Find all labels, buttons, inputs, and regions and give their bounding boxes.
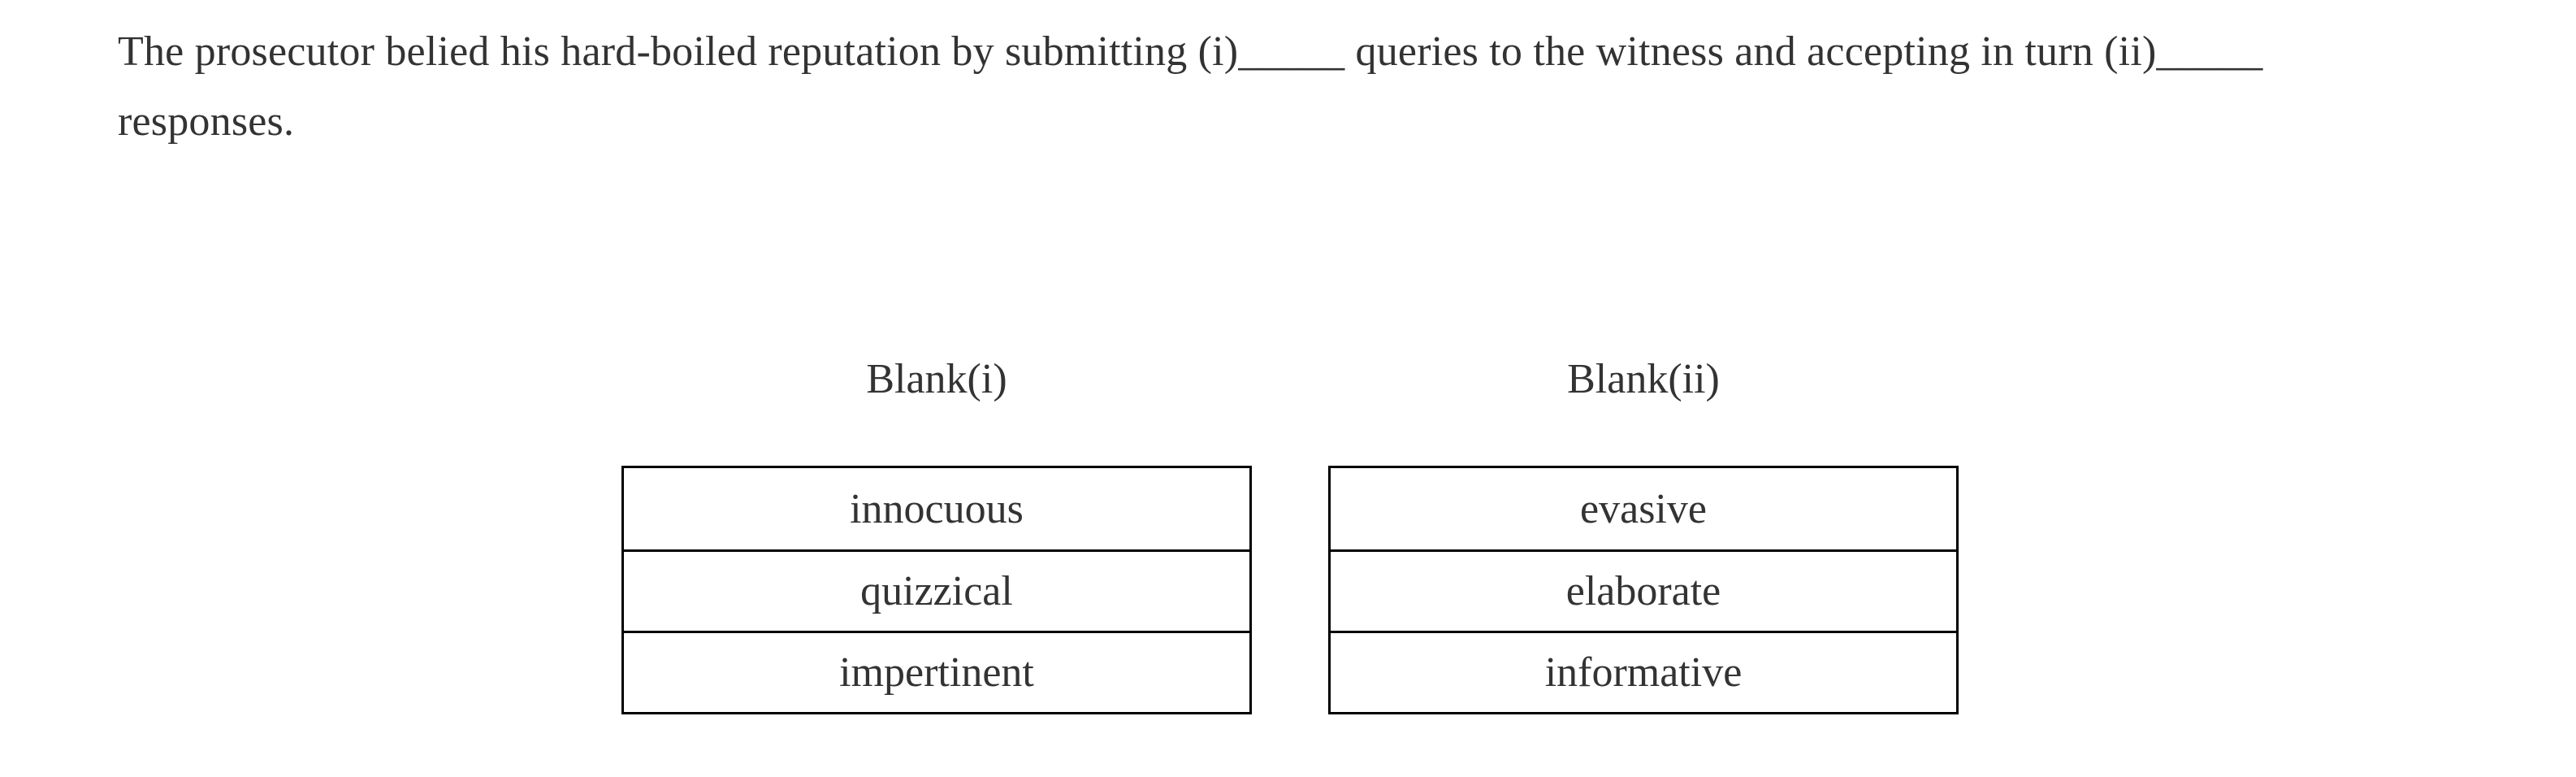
question-text: The prosecutor belied his hard-boiled re… [118,17,2474,157]
option-innocuous[interactable]: innocuous [624,468,1249,549]
blank-i-header: Blank(i) [866,356,1007,402]
option-impertinent[interactable]: impertinent [624,631,1249,712]
option-quizzical[interactable]: quizzical [624,549,1249,631]
question-line-2: responses. [118,98,295,145]
blank-ii-options-table: evasive elaborate informative [1328,466,1959,714]
question-line-1: The prosecutor belied his hard-boiled re… [118,28,2263,75]
blank-i-options-table: innocuous quizzical impertinent [621,466,1252,714]
option-elaborate[interactable]: elaborate [1331,549,1956,631]
option-evasive[interactable]: evasive [1331,468,1956,549]
blank-ii-header: Blank(ii) [1567,356,1720,402]
option-informative[interactable]: informative [1331,631,1956,712]
